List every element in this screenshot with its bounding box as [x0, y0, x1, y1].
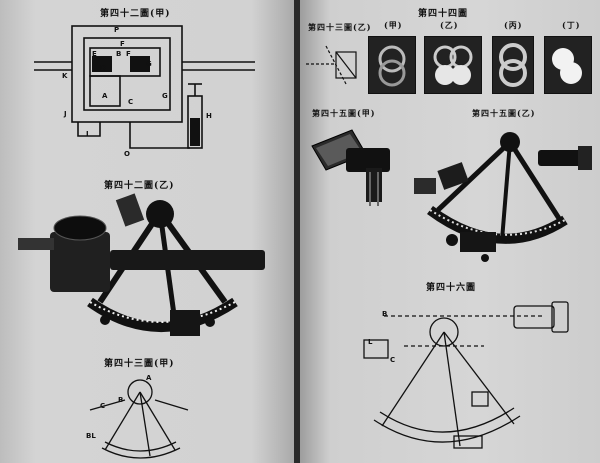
fig46-label: B [382, 310, 388, 318]
fig42a-label: H [206, 112, 212, 120]
fig42a-label: I [86, 130, 89, 138]
fig42b-sextant-illustration [18, 193, 265, 336]
fig44-photo-d [544, 36, 592, 94]
fig43a-label: A [146, 374, 152, 382]
fig46-label: C [390, 356, 396, 364]
fig42a-label: J [64, 110, 67, 118]
fig43a-label: B [118, 396, 124, 404]
fig46-sextant-drawing [363, 301, 569, 449]
fig44-photo-a [368, 36, 416, 94]
fig46-caption: 第四十六圖 [426, 283, 477, 293]
fig46-label: L [368, 338, 373, 346]
fig42a-label: G [162, 92, 168, 100]
fig42a-label: O [124, 150, 130, 158]
book-gutter [294, 0, 302, 463]
fig44-photo-c [492, 36, 534, 94]
fig42a-caption: 第四十二圖(甲) [100, 9, 171, 19]
fig45a-mirror-illustration [311, 129, 390, 206]
fig42a-label: P [114, 26, 120, 34]
fig44-photo-b [424, 36, 482, 94]
fig42a-label: F [126, 50, 131, 58]
fig44-sub-label: (甲) [384, 20, 403, 30]
right-page: 第四十四圖 第四十三圖(乙) (甲) (乙) (丙) (丁) [300, 0, 600, 463]
fig42a-label: D [100, 64, 106, 72]
fig43a-label: C [100, 402, 106, 410]
fig42a-label: G [146, 60, 152, 68]
fig42a-label: B [116, 50, 122, 58]
fig45b-caption: 第四十五圖(乙) [472, 108, 536, 118]
fig42a-label: A [102, 92, 108, 100]
fig42a-label: F [120, 40, 125, 48]
fig42a-label: K [62, 72, 68, 80]
fig43a-caption: 第四十三圖(甲) [104, 359, 175, 369]
fig42a-label: C [128, 98, 134, 106]
fig44-sub-label: (乙) [440, 20, 459, 30]
fig43b-prism-drawing [306, 45, 357, 85]
fig43a-sextant-drawing [89, 379, 189, 459]
fig44-sub-label: (丙) [504, 20, 523, 30]
fig45a-caption: 第四十五圖(甲) [312, 108, 376, 118]
fig43b-caption: 第四十三圖(乙) [308, 22, 372, 32]
fig44-sub-label: (丁) [562, 20, 581, 30]
fig45b-sextant-illustration [414, 132, 592, 262]
left-page: 第四十二圖(甲) [0, 0, 296, 463]
fig42b-caption: 第四十二圖(乙) [104, 181, 175, 191]
fig42a-label: E [92, 50, 97, 58]
fig44-caption: 第四十四圖 [418, 9, 469, 19]
fig43a-label: BL [86, 432, 96, 440]
fig42a-schematic [34, 25, 255, 149]
